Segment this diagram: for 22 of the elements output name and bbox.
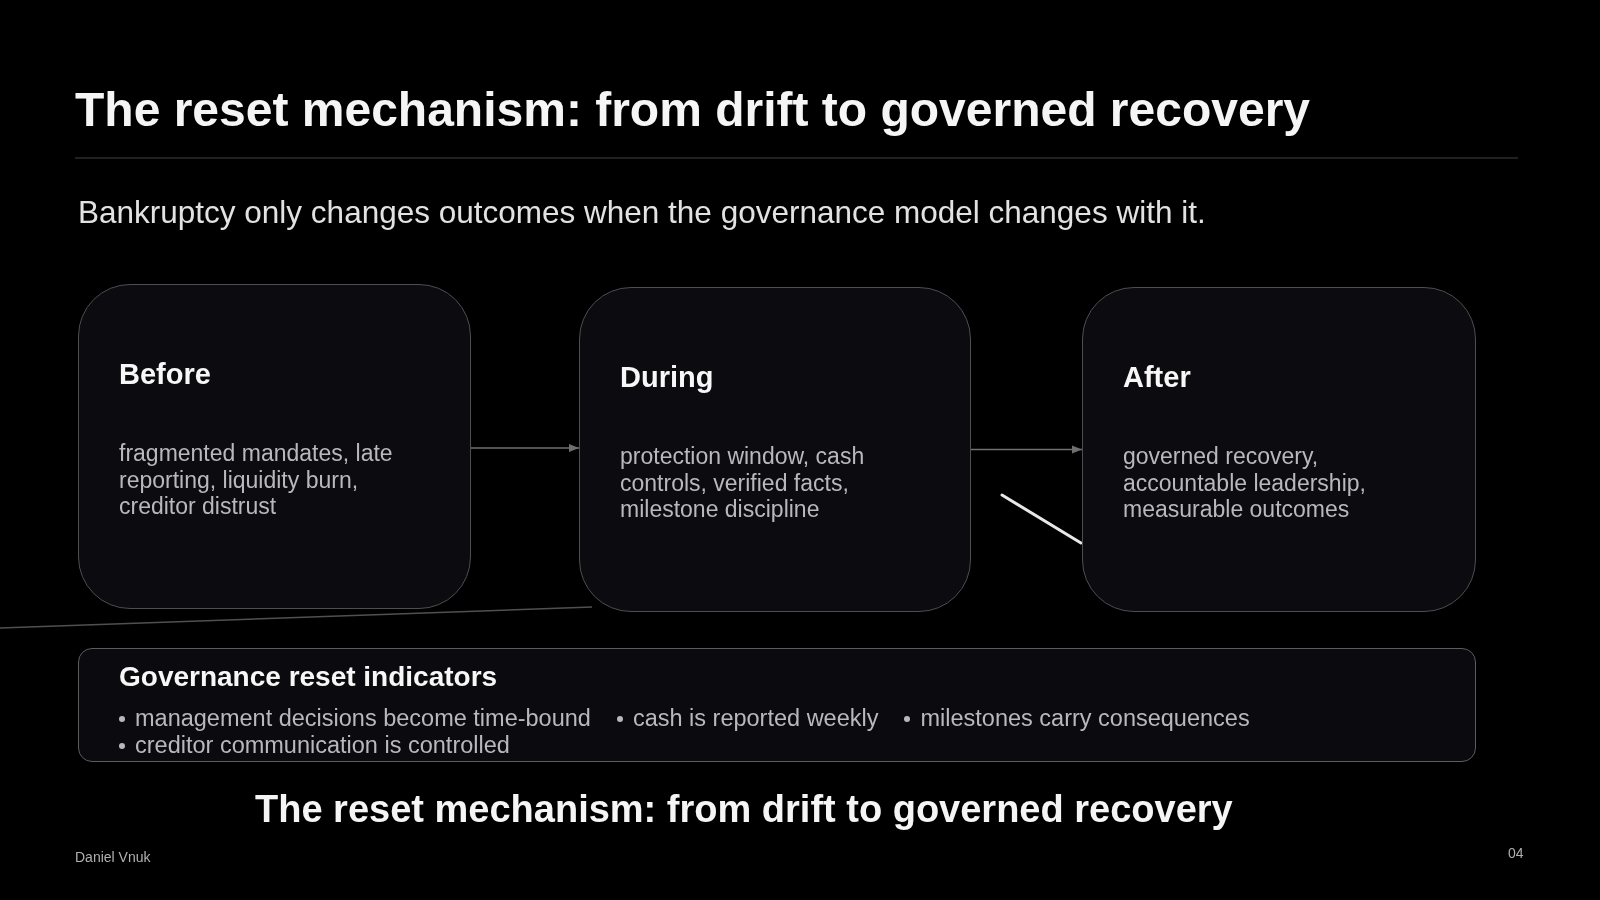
page-number: 04	[1508, 845, 1524, 862]
indicator-item: management decisions become time-bound	[135, 705, 591, 732]
panel-heading: Governance reset indicators	[119, 661, 498, 693]
indicator-item: cash is reported weekly	[632, 705, 879, 732]
stage-card	[1082, 287, 1476, 612]
slide-title: The reset mechanism: from drift to governed recovery	[75, 82, 1310, 138]
stage-card	[579, 287, 971, 612]
stage-description: governed recovery, accountable leadership, measurable outcomes	[1123, 443, 1367, 523]
stage-heading: After	[1123, 360, 1191, 394]
subtitle-text: Bankruptcy only changes outcomes when the governance model changes with it.	[78, 194, 1206, 231]
stage-description: fragmented mandates, late reporting, liquidity burn, creditor distrust	[119, 440, 394, 520]
stage-heading: During	[620, 360, 714, 394]
arrow	[970, 445, 1083, 454]
indicator-item: milestones carry consequences	[920, 705, 1250, 732]
indicator-item: creditor communication is controlled	[135, 732, 510, 759]
stage-card	[78, 284, 471, 609]
stage-heading: Before	[119, 357, 211, 391]
arrow	[470, 444, 580, 452]
caption-heading: The reset mechanism: from drift to governed recovery	[255, 787, 1233, 832]
author-name: Daniel Vnuk	[75, 849, 151, 866]
indicator-panel	[78, 648, 1476, 762]
stage-description: protection window, cash controls, verified facts, milestone discipline	[620, 443, 866, 523]
